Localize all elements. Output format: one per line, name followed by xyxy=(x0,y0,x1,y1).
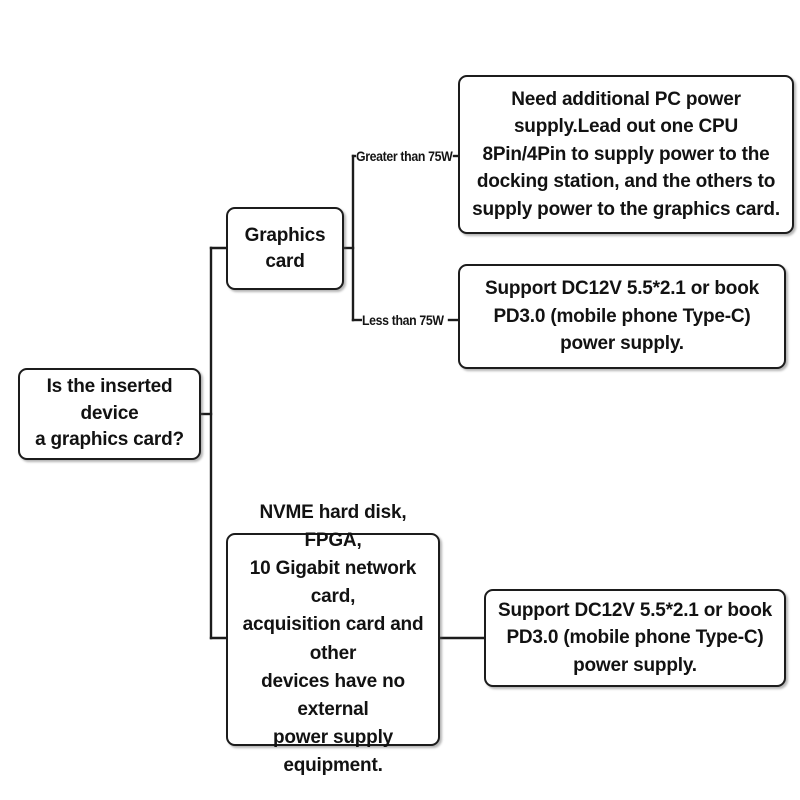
node-other-devices-note-label: Support DC12V 5.5*2.1 or book PD3.0 (mob… xyxy=(498,599,772,676)
node-less-than-75w-note[interactable]: Support DC12V 5.5*2.1 or book PD3.0 (mob… xyxy=(458,264,786,369)
node-root-label: Is the inserted device a graphics card? xyxy=(35,375,184,451)
node-greater-than-75w-note[interactable]: Need additional PC power supply.Lead out… xyxy=(458,75,794,234)
node-other-devices-label: NVME hard disk, FPGA, 10 Gigabit network… xyxy=(242,501,424,776)
node-graphics-card-label: Graphics card xyxy=(244,224,326,272)
node-root-question[interactable]: Is the inserted device a graphics card? xyxy=(18,368,201,460)
node-graphics-card[interactable]: Graphics card xyxy=(226,207,344,290)
node-greater-than-75w-note-label: Need additional PC power supply.Lead out… xyxy=(472,88,780,220)
edge-label-greater-than-75w: Greater than 75W xyxy=(356,148,453,164)
edge-label-less-than-75w: Less than 75W xyxy=(362,312,444,328)
node-less-than-75w-note-label: Support DC12V 5.5*2.1 or book PD3.0 (mob… xyxy=(485,278,759,355)
node-other-devices[interactable]: NVME hard disk, FPGA, 10 Gigabit network… xyxy=(226,502,440,776)
node-other-devices-note[interactable]: Support DC12V 5.5*2.1 or book PD3.0 (mob… xyxy=(484,589,786,687)
